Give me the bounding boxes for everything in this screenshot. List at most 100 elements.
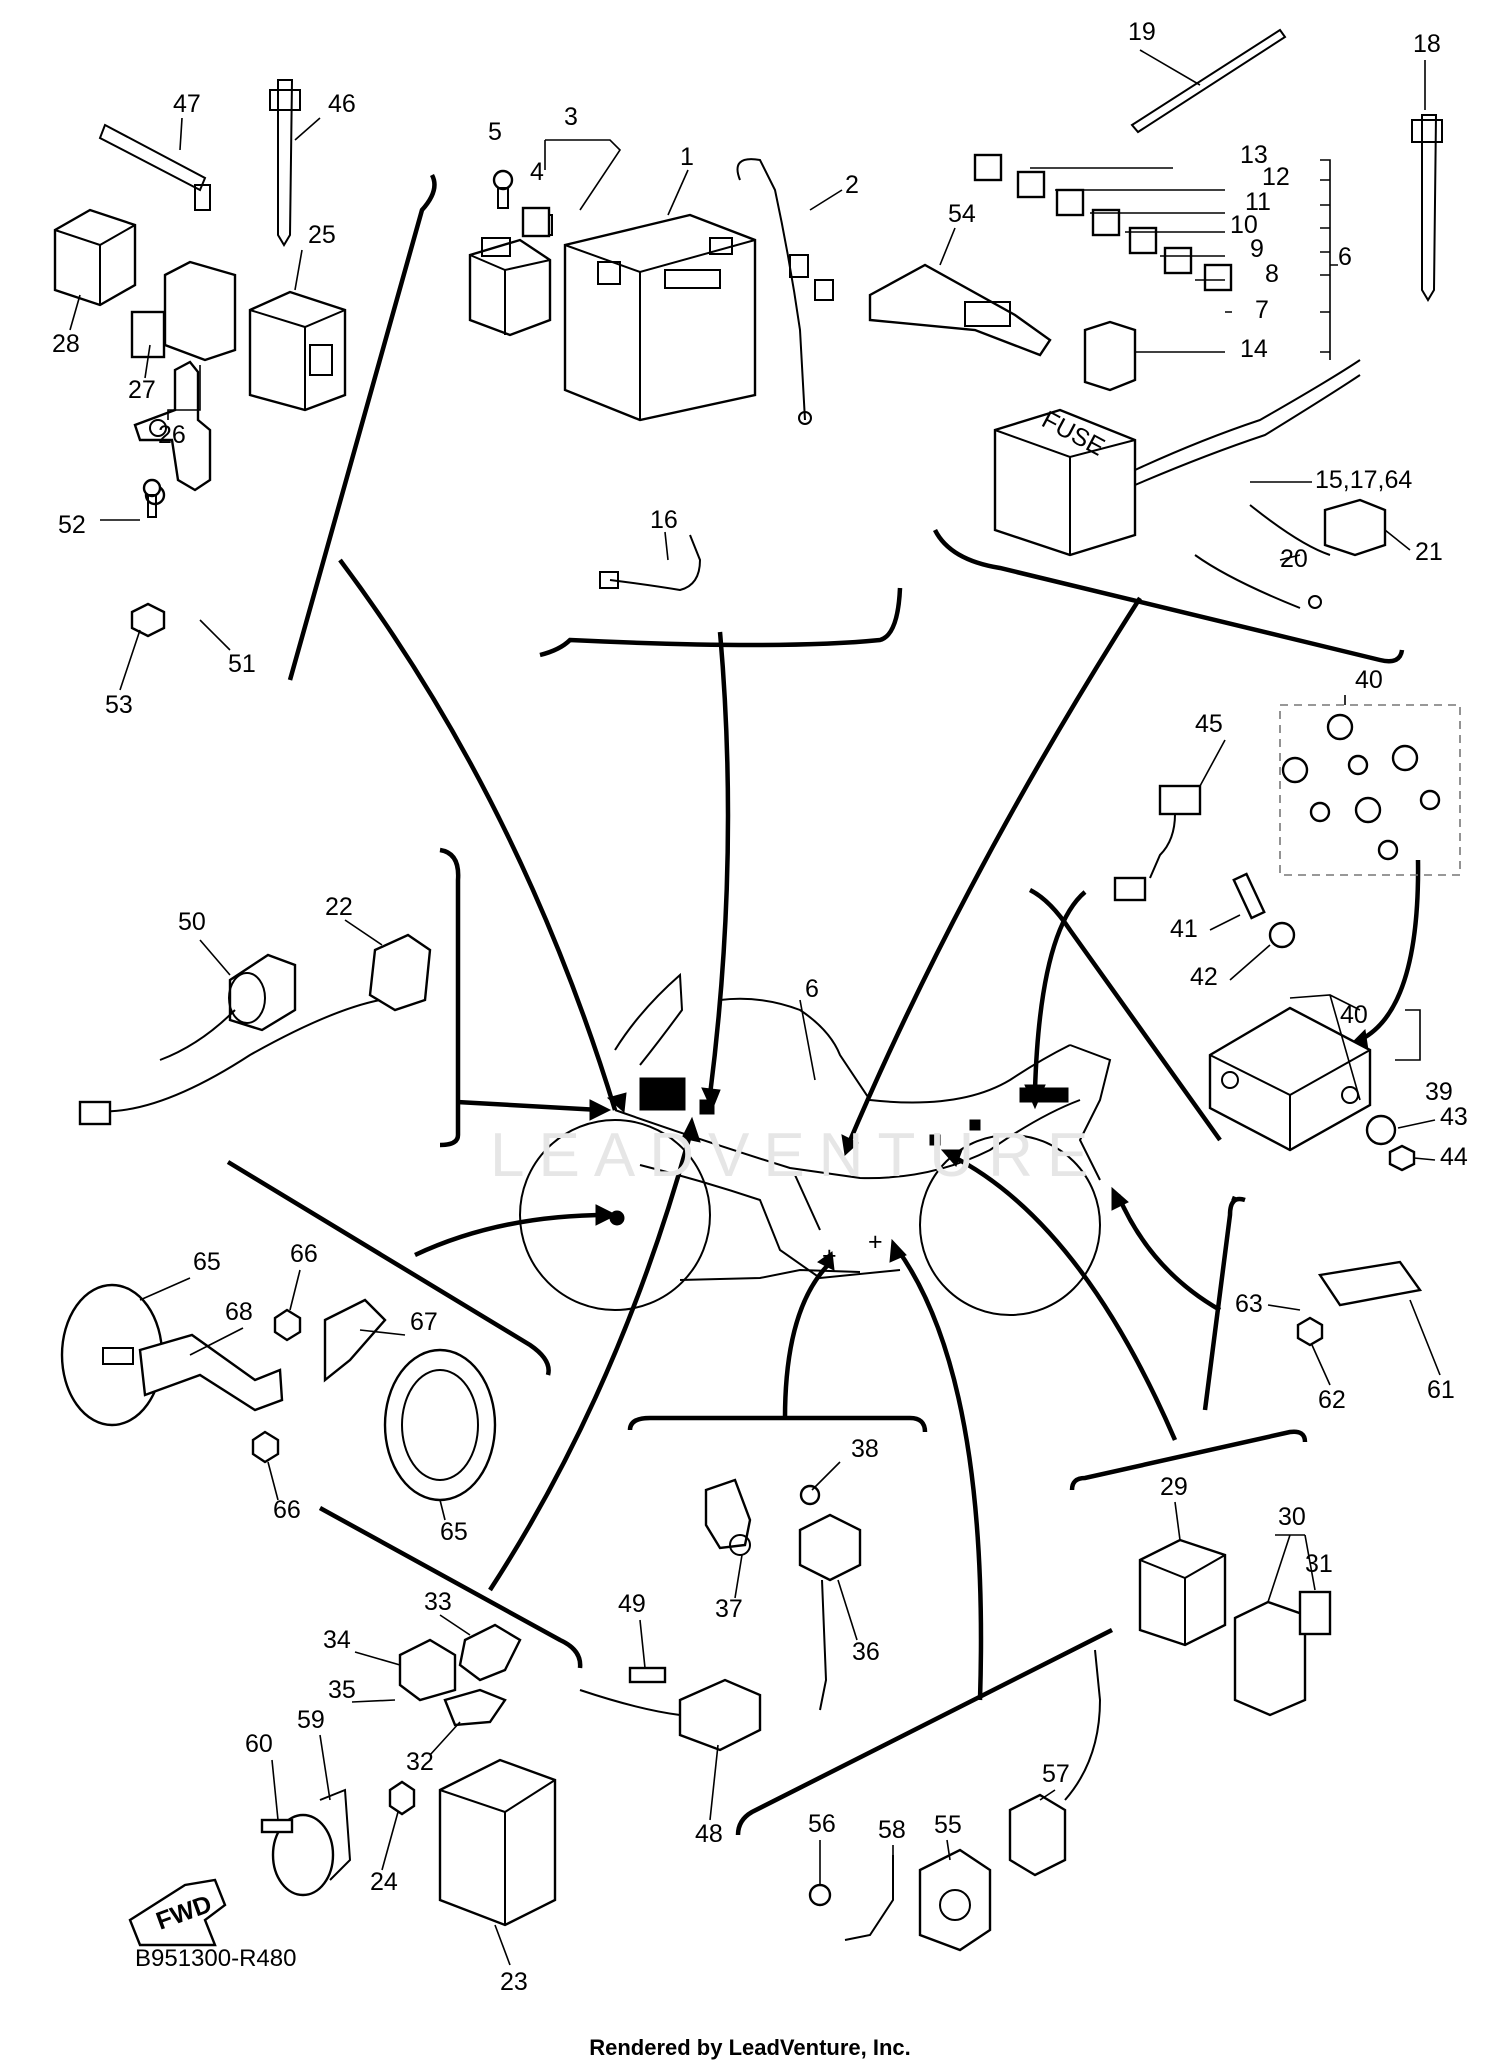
- callout-63: 63: [1235, 1290, 1263, 1318]
- screw-56: [808, 1883, 832, 1907]
- callout-8: 8: [1265, 260, 1279, 288]
- bracket-67: [323, 1298, 387, 1383]
- callout-38: 38: [851, 1435, 879, 1463]
- relay-28: [53, 208, 137, 307]
- callout-5: 5: [488, 118, 502, 146]
- callout-48: 48: [695, 1820, 723, 1848]
- callout-18: 18: [1413, 30, 1441, 58]
- battery-sensor-lead: [599, 534, 702, 592]
- callout-66-top: 66: [290, 1240, 318, 1268]
- callout-47: 47: [173, 90, 201, 118]
- blade-fuses: [973, 153, 1233, 292]
- bolt-41: [1232, 872, 1266, 920]
- reflector-61: [1317, 1260, 1423, 1307]
- coupler-22: [368, 933, 432, 1012]
- callout-59: 59: [297, 1706, 325, 1734]
- callout-43: 43: [1440, 1103, 1468, 1131]
- callout-30: 30: [1278, 1503, 1306, 1531]
- bolt-52: [142, 478, 162, 518]
- reflector-65-bottom: [383, 1348, 497, 1502]
- main-switch: [228, 953, 297, 1032]
- callout-7: 7: [1255, 296, 1269, 324]
- callout-9: 9: [1250, 235, 1264, 263]
- fuse-small: [521, 206, 551, 238]
- callout-39: 39: [1425, 1078, 1453, 1106]
- section-leader-arrows: [338, 558, 1421, 1701]
- battery: [563, 213, 757, 422]
- callout-14: 14: [1240, 335, 1268, 363]
- bracket-33: [458, 1623, 522, 1682]
- callout-67: 67: [410, 1308, 438, 1336]
- neutral-switch: [579, 1678, 762, 1752]
- callout-53: 53: [105, 691, 133, 719]
- callout-50: 50: [178, 908, 206, 936]
- horn: [271, 1788, 352, 1897]
- throttle-sensor-group: [808, 1649, 1102, 1952]
- fuse-group: [868, 28, 1443, 609]
- callout-37: 37: [715, 1595, 743, 1623]
- relay-26: [130, 260, 237, 362]
- callout-52: 52: [58, 511, 86, 539]
- bolt-60: [260, 1818, 294, 1834]
- callout-62: 62: [1318, 1386, 1346, 1414]
- harness-wire-right: [1134, 359, 1361, 486]
- svg-text:+: +: [868, 1228, 883, 1256]
- fuse-box: [993, 408, 1137, 557]
- callout-54: 54: [948, 200, 976, 228]
- callout-61: 61: [1427, 1376, 1455, 1404]
- callout-2: 2: [845, 171, 859, 199]
- callout-28: 28: [52, 330, 80, 358]
- sensor-lead-57: [1008, 1649, 1102, 1877]
- fuse-cover: [868, 263, 1052, 357]
- bracket-32: [443, 1688, 507, 1727]
- ecu-horn-group: [128, 1623, 557, 1947]
- bracket-37: [704, 1478, 752, 1556]
- callout-35: 35: [328, 1676, 356, 1704]
- callout-6: 6: [1338, 243, 1352, 271]
- relay-29: [1138, 1538, 1227, 1647]
- holder-34: [398, 1638, 457, 1702]
- band-46: [269, 79, 301, 247]
- flasher-relay: [248, 290, 347, 412]
- callout-46: 46: [328, 90, 356, 118]
- callout-19: 19: [1128, 18, 1156, 46]
- callout-55: 55: [934, 1811, 962, 1839]
- sidestand-switch: [798, 1513, 862, 1711]
- callout-33: 33: [424, 1588, 452, 1616]
- lead-45: [1113, 784, 1202, 902]
- callout-44: 44: [1440, 1143, 1468, 1171]
- callout-leaders: [69, 49, 1441, 1966]
- battery-lead: [736, 158, 834, 425]
- bolt-49: [628, 1666, 667, 1684]
- screw-38: [799, 1484, 821, 1506]
- callout-60: 60: [245, 1730, 273, 1758]
- callout-16: 16: [650, 506, 678, 534]
- callout-40-top: 40: [1355, 666, 1383, 694]
- callout-6-center: 6: [805, 975, 819, 1003]
- credit-footer: Rendered by LeadVenture, Inc.: [589, 2035, 911, 2060]
- callout-15-17-64: 15,17,64: [1315, 466, 1412, 494]
- screw: [492, 169, 514, 209]
- callout-10: 10: [1230, 211, 1258, 239]
- callout-29: 29: [1160, 1473, 1188, 1501]
- callout-23: 23: [500, 1968, 528, 1996]
- connector-31: [1298, 1590, 1332, 1636]
- battery-group: [468, 158, 834, 592]
- main-switch-group: [78, 933, 432, 1126]
- nut-53: [130, 602, 166, 638]
- callout-66-bottom: 66: [273, 1496, 301, 1524]
- lead-wire-22: [78, 999, 381, 1126]
- collar-43: [1365, 1114, 1397, 1146]
- svg-text:+: +: [822, 1242, 837, 1270]
- callout-4: 4: [530, 158, 544, 186]
- callout-27: 27: [128, 376, 156, 404]
- callout-22: 22: [325, 893, 353, 921]
- rear-reflector-group: [1296, 1260, 1423, 1347]
- throttle-sensor: [918, 1848, 992, 1952]
- regulator-group: [1113, 704, 1461, 1172]
- motorcycle-outline: + +: [519, 972, 1112, 1316]
- catalog-code: B951300-R480: [135, 1945, 297, 1972]
- callout-1: 1: [680, 143, 694, 171]
- ecu: [438, 1758, 557, 1927]
- fwd-arrow: [128, 1878, 227, 1947]
